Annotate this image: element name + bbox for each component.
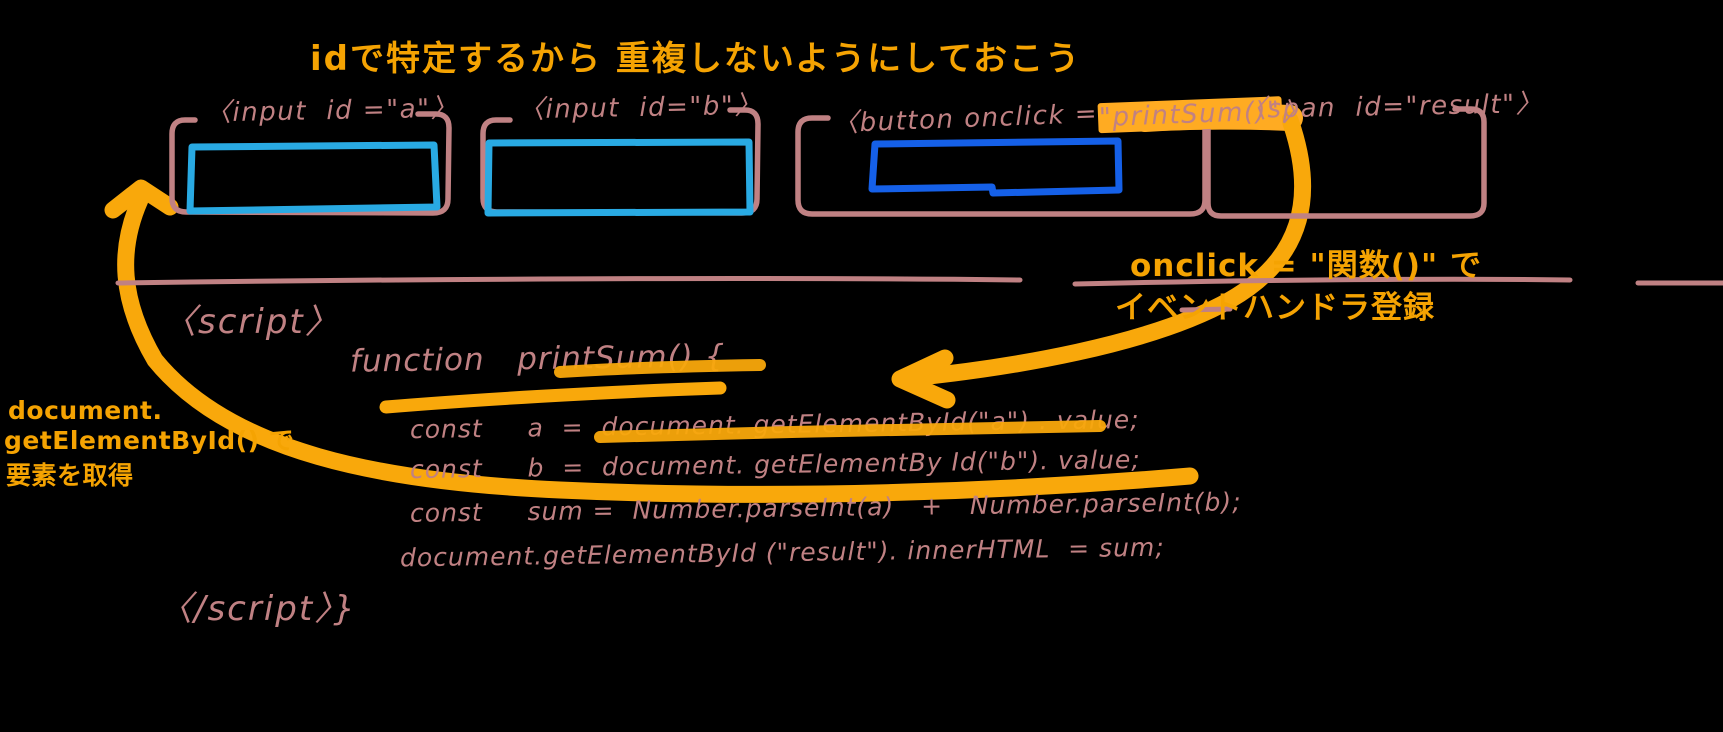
input-field-box-b bbox=[484, 138, 754, 217]
left-annotation-line3: 要素を取得 bbox=[6, 461, 134, 490]
arrow-onclick-to-function-head bbox=[891, 349, 956, 409]
tag-label-span-result: 〈span id="result"〉 bbox=[1239, 89, 1544, 125]
tag-label-input-b: 〈input id="b"〉 bbox=[517, 90, 763, 126]
element-outline-input-b bbox=[480, 107, 761, 216]
right-annotation-line2: イベントハンドラ登録 bbox=[1115, 290, 1435, 326]
highlight-function-signature bbox=[379, 381, 727, 414]
element-outline-input-a bbox=[169, 111, 452, 216]
left-annotation-line2: getElementById() で bbox=[4, 426, 295, 455]
input-field-box-a bbox=[186, 141, 441, 215]
code-line-0: function printSum() { bbox=[349, 338, 726, 380]
arrow-getelementbyid-to-input bbox=[117, 191, 1199, 503]
right-annotation-line1: onclick = "関数()" で bbox=[1130, 248, 1482, 284]
arrow-onclick-to-function bbox=[901, 111, 1312, 387]
script-open-tag: 〈script〉 bbox=[162, 302, 341, 342]
top-annotation: idで特定するから 重複しないようにしておこう bbox=[310, 39, 1082, 79]
section-divider-left bbox=[115, 276, 1023, 286]
left-annotation-line1: document. bbox=[8, 396, 163, 425]
section-divider-right bbox=[1072, 276, 1573, 287]
tag-label-input-a: 〈input id ="a"〉 bbox=[204, 93, 459, 129]
note-underline-tick bbox=[1179, 306, 1233, 313]
script-close-tag: 〈/script〉} bbox=[158, 589, 357, 629]
arrow-getelementbyid-head bbox=[104, 179, 179, 219]
button-box bbox=[868, 137, 1123, 197]
tag-label-button-prefix: 〈button onclick = bbox=[831, 98, 1099, 140]
